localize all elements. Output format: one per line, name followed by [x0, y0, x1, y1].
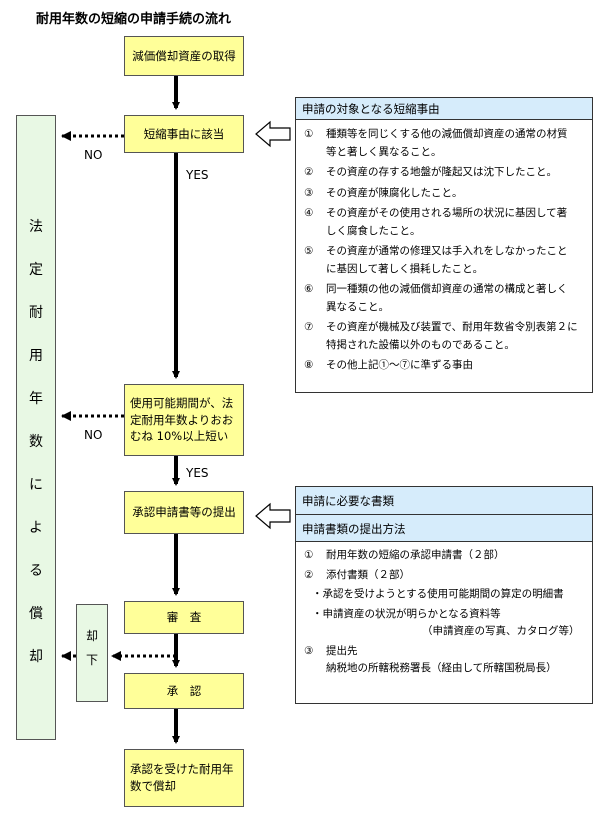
- page-title: 耐用年数の短縮の申請手続の流れ: [36, 12, 232, 27]
- label-yes-2: YES: [186, 466, 209, 480]
- reason-item: ① 種類等を同じくする他の減価償却資産の通常の材質 等と著しく異なること。: [296, 126, 592, 161]
- column-char: 耐: [29, 305, 43, 321]
- reason-item: ⑧ その他上記①～⑦に準ずる事由: [296, 357, 592, 375]
- reasons-list: ① 種類等を同じくする他の減価償却資産の通常の材質 等と著しく異なること。 ② …: [296, 120, 592, 375]
- reason-line: 種類等を同じくする他の減価償却資産の通常の材質: [326, 128, 568, 140]
- step-result: 承認を受けた耐用年 数で償却: [124, 749, 244, 807]
- reason-item: ③ その資産が陳腐化したこと。: [296, 185, 592, 203]
- step-reason: 短縮事由に該当: [124, 115, 244, 153]
- doc-bullet: ・申請資産の状況が明らかとなる資料等 （申請資産の写真、カタログ等）: [296, 606, 592, 641]
- step-acquire-label: 減価償却資産の取得: [132, 48, 236, 63]
- doc-text: 耐用年数の短縮の承認申請書（２部）: [326, 549, 505, 561]
- panel-docs-header: 申請に必要な書類: [296, 487, 592, 515]
- step-reason-label: 短縮事由に該当: [143, 126, 225, 141]
- reason-num: ④: [304, 207, 314, 219]
- reason-num: ⑥: [304, 283, 314, 295]
- hollow-arrow-reasons: [255, 120, 291, 148]
- reason-item: ② その資産の存する地盤が隆起又は沈下したこと。: [296, 164, 592, 182]
- doc-num: ①: [304, 549, 314, 561]
- label-no-1: NO: [84, 148, 103, 162]
- column-char: 法: [29, 219, 43, 235]
- doc-bullet-note: （申請資産の写真、カタログ等）: [422, 625, 580, 637]
- step-approve-label: 承 認: [166, 683, 202, 698]
- column-char: 用: [29, 348, 43, 364]
- step-check-line: 使用可能期間が、法: [130, 395, 234, 410]
- doc-item: ① 耐用年数の短縮の承認申請書（２部）: [296, 547, 592, 565]
- reason-item: ⑤ その資産が通常の修理又は手入れをしなかったこと に基因して著しく損耗したこと…: [296, 243, 592, 278]
- step-result-line: 承認を受けた耐用年: [130, 762, 234, 777]
- doc-bullet-text: ・承認を受けようとする使用可能期間の算定の明細書: [312, 588, 564, 600]
- reason-line: 特掲された設備以外のものであること。: [326, 338, 515, 351]
- reason-num: ⑤: [304, 245, 314, 257]
- doc-item: ② 添付書類（２部）: [296, 567, 592, 585]
- panel-reasons-header: 申請の対象となる短縮事由: [296, 98, 592, 120]
- doc-detail: 納税地の所轄税務署長（経由して所轄国税局長）: [326, 662, 557, 674]
- docs-list: ① 耐用年数の短縮の承認申請書（２部） ② 添付書類（２部） ・承認を受けようと…: [296, 542, 592, 678]
- reason-line: その資産がその使用される場所の状況に基因して著: [326, 207, 568, 219]
- step-check: 使用可能期間が、法 定耐用年数よりおお むね 10%以上短い: [124, 384, 244, 456]
- reason-line: その資産が陳腐化したこと。: [326, 186, 463, 199]
- reason-num: ⑧: [304, 359, 314, 371]
- panel-required-documents: 申請に必要な書類 申請書類の提出方法 ① 耐用年数の短縮の承認申請書（２部） ②…: [295, 486, 593, 704]
- reason-num: ②: [304, 166, 314, 178]
- reason-line: その資産の存する地盤が隆起又は沈下したこと。: [326, 166, 557, 178]
- reason-line: しく腐食したこと。: [326, 224, 421, 237]
- doc-num: ③: [304, 644, 314, 657]
- column-char: る: [29, 563, 43, 579]
- step-review-label: 審 査: [166, 610, 202, 625]
- step-approve: 承 認: [124, 673, 244, 709]
- column-char: 却: [29, 649, 43, 665]
- column-char: に: [29, 477, 43, 493]
- doc-bullet-text: ・申請資産の状況が明らかとなる資料等: [312, 607, 501, 620]
- panel-shortening-reasons: 申請の対象となる短縮事由 ① 種類等を同じくする他の減価償却資産の通常の材質 等…: [295, 97, 593, 393]
- reason-line: 等と著しく異なること。: [326, 145, 442, 158]
- panel-docs-subheader: 申請書類の提出方法: [296, 515, 592, 542]
- reason-line: その資産が通常の修理又は手入れをしなかったこと: [326, 245, 568, 257]
- column-char: 償: [29, 606, 43, 622]
- doc-text: 提出先: [326, 644, 358, 657]
- step-result-line: 数で償却: [130, 779, 176, 793]
- reason-num: ③: [304, 186, 314, 199]
- reason-line: 異なること。: [326, 300, 389, 313]
- doc-bullet: ・承認を受けようとする使用可能期間の算定の明細書: [296, 586, 592, 604]
- column-char: 定: [29, 262, 43, 278]
- reason-item: ④ その資産がその使用される場所の状況に基因して著 しく腐食したこと。: [296, 205, 592, 240]
- reason-item: ⑦ その資産が機械及び装置で、耐用年数省令別表第２に 特掲された設備以外のもので…: [296, 319, 592, 354]
- step-check-line: むね 10%以上短い: [130, 429, 229, 444]
- reject-char: 却: [85, 629, 98, 643]
- reason-item: ⑥ 同一種類の他の減価償却資産の通常の構成と著しく 異なること。: [296, 281, 592, 316]
- reason-num: ①: [304, 128, 314, 140]
- step-submit-label: 承認申請書等の提出: [132, 505, 236, 520]
- step-acquire: 減価償却資産の取得: [124, 36, 244, 76]
- column-char: 年: [29, 391, 43, 407]
- doc-num: ②: [304, 568, 314, 581]
- label-yes-1: YES: [186, 168, 209, 182]
- column-char: 数: [29, 434, 43, 450]
- step-submit: 承認申請書等の提出: [124, 491, 244, 534]
- reason-num: ⑦: [304, 321, 314, 333]
- label-no-2: NO: [84, 428, 103, 442]
- reason-line: その資産が機械及び装置で、耐用年数省令別表第２に: [326, 321, 578, 333]
- column-char: よ: [29, 520, 43, 536]
- reason-line: に基因して著しく損耗したこと。: [326, 262, 484, 275]
- reason-line: 同一種類の他の減価償却資産の通常の構成と著しく: [326, 283, 568, 295]
- reason-line: その他上記①～⑦に準ずる事由: [326, 359, 473, 371]
- reject-box: 却 下: [76, 604, 108, 702]
- step-review: 審 査: [124, 601, 244, 634]
- doc-text: 添付書類（２部）: [326, 568, 410, 581]
- statutory-useful-life-column: 法 定 耐 用 年 数 に よ る 償 却: [16, 115, 56, 740]
- hollow-arrow-docs: [255, 502, 291, 530]
- reject-char: 下: [85, 653, 98, 667]
- step-check-line: 定耐用年数よりおお: [130, 412, 234, 427]
- doc-item: ③ 提出先 納税地の所轄税務署長（経由して所轄国税局長）: [296, 643, 592, 678]
